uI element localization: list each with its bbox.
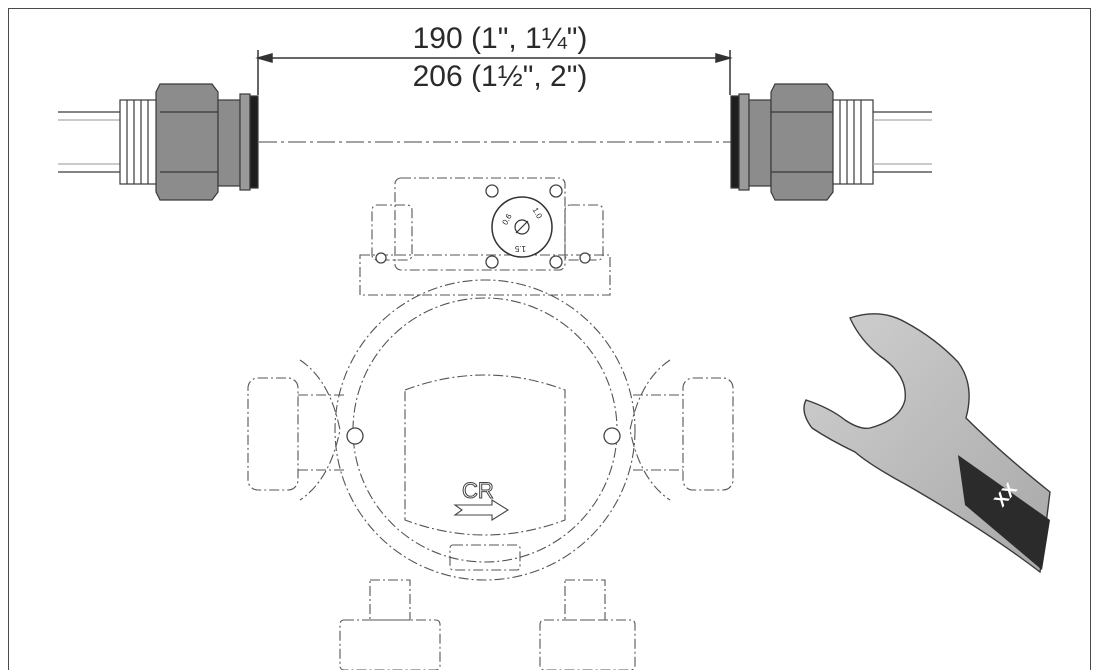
wrench-icon [803,313,1051,574]
pump-body [247,177,734,670]
right-pipe-union [730,83,932,201]
dimension-label-2: 206 (1½", 2") [412,60,588,93]
pump-logo: CR [462,478,494,503]
control-box-bolts [346,184,621,445]
dimension-line [255,50,733,95]
dimension-label-1: 190 (1", 1¼") [412,22,588,55]
left-pipe-union [58,83,259,201]
speed-dial [491,196,553,258]
flow-direction-arrow [453,499,510,521]
dial-label-1-5: 1.5 [514,244,526,253]
diagram-frame [8,8,1091,670]
